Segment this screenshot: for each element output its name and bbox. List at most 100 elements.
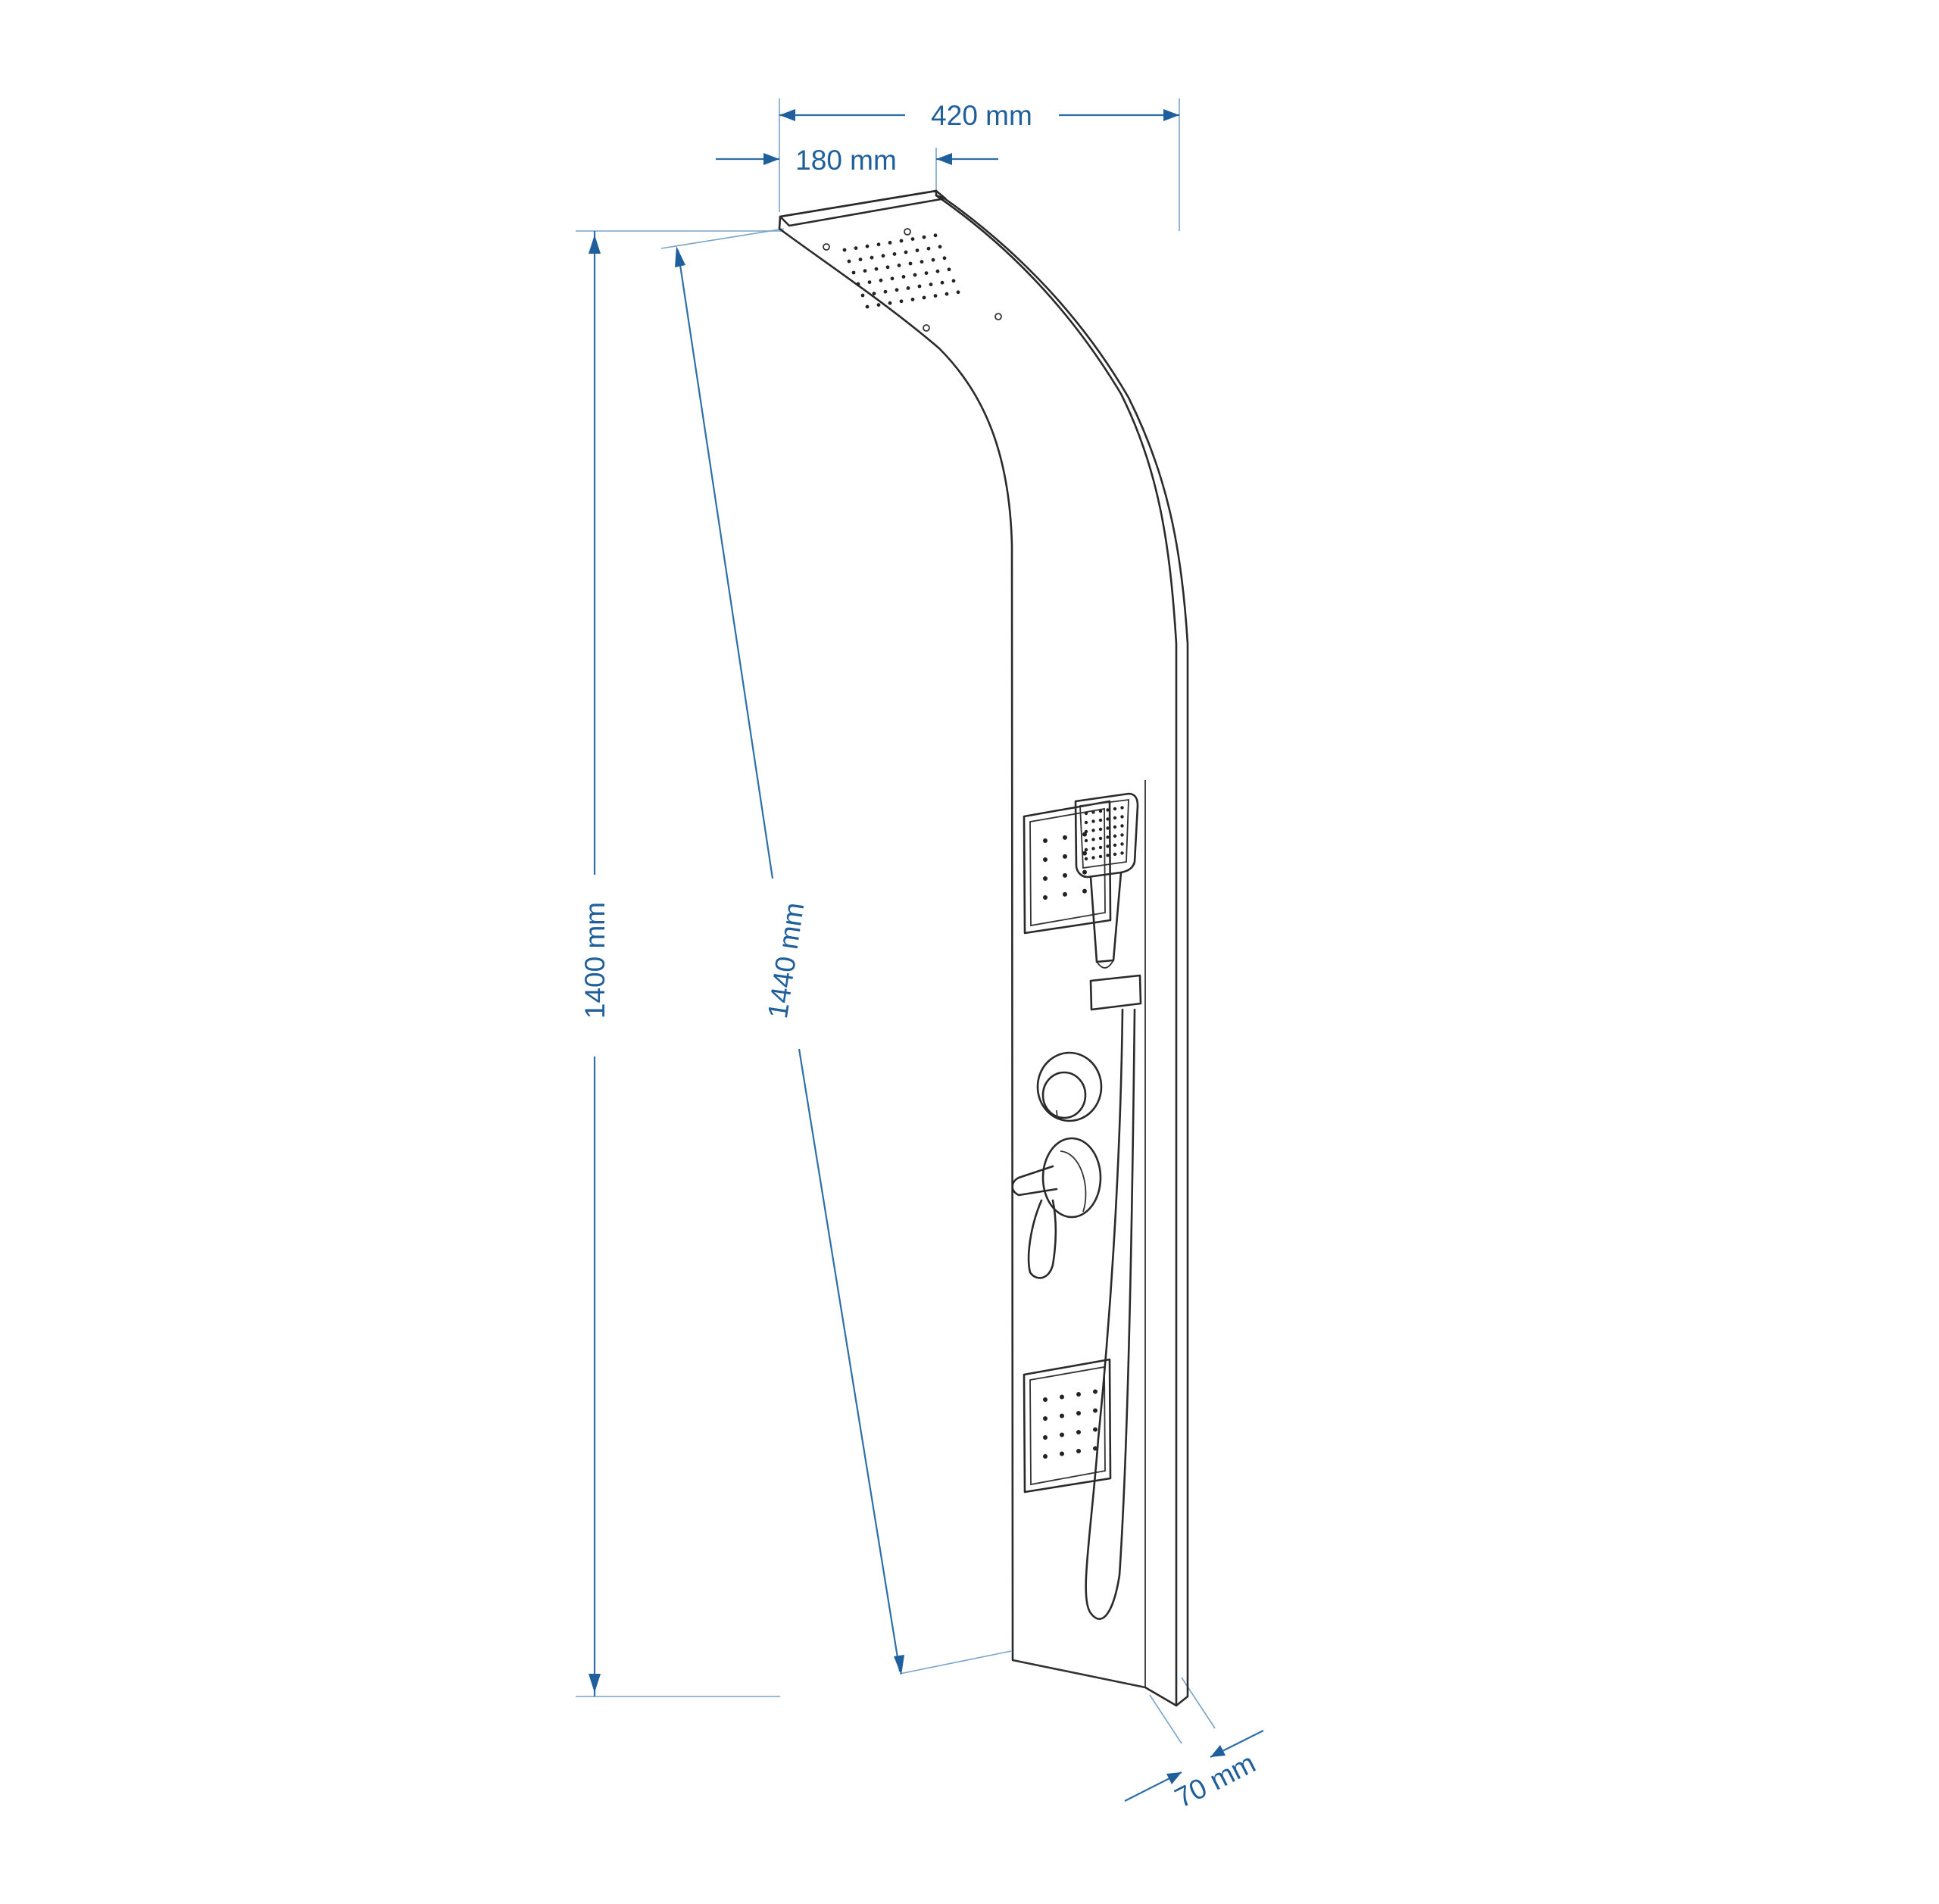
hand-shower-dot <box>1084 847 1088 852</box>
jet-dot <box>1063 891 1067 897</box>
nozzle-dot <box>870 255 874 260</box>
nozzle-dot <box>847 259 851 264</box>
screw-icon <box>994 313 1002 320</box>
hand-shower-dot <box>1113 825 1117 829</box>
nozzle-dot <box>933 233 938 238</box>
jet-dot <box>1060 1394 1064 1400</box>
nozzle-dot <box>872 292 876 295</box>
hand-shower-dot <box>1084 838 1088 843</box>
hand-shower-dot <box>1120 842 1124 846</box>
hand-shower-dot <box>1106 808 1110 812</box>
jet-dot <box>1082 851 1087 856</box>
hand-shower-dot <box>1084 829 1088 834</box>
jet-dot <box>1063 854 1067 859</box>
hand-shower <box>1074 792 1142 1011</box>
nozzle-dot <box>940 280 945 285</box>
screw-icon <box>904 228 911 236</box>
nozzle-dot <box>885 265 890 270</box>
label-1440: 1440 mm <box>762 900 810 1021</box>
hand-shower-dot <box>1084 820 1088 825</box>
shower-panel <box>778 189 1189 1707</box>
jet-dot <box>1076 1391 1081 1397</box>
hand-shower-dot <box>1091 810 1095 814</box>
label-420: 420 mm <box>931 100 1032 131</box>
jet-dot <box>1043 895 1048 900</box>
label-180: 180 mm <box>795 145 897 176</box>
nozzle-dot <box>890 276 895 281</box>
hand-shower-dot <box>1113 816 1117 820</box>
nozzle-dot <box>945 292 949 296</box>
nozzle-dot <box>910 237 915 241</box>
nozzle-dot <box>913 273 917 277</box>
jet-dot <box>1060 1413 1064 1419</box>
hand-shower-dot <box>1113 852 1117 857</box>
jet-dot <box>1043 1397 1048 1402</box>
hand-shower-dot <box>1091 847 1095 851</box>
nozzle-dot <box>933 294 938 298</box>
panel-top-face <box>779 189 947 227</box>
nozzle-dot <box>908 261 913 266</box>
nozzle-dot <box>915 248 920 252</box>
nozzle-dot <box>901 275 906 279</box>
hand-shower-dot <box>1120 851 1124 855</box>
nozzle-dot <box>876 303 881 307</box>
jet-dot <box>1093 1446 1098 1451</box>
nozzle-dot <box>842 248 847 252</box>
nozzle-dot <box>917 284 922 289</box>
jet-dot <box>1043 1416 1048 1421</box>
hand-shower-dot <box>1084 857 1088 861</box>
hand-shower-dot <box>1091 856 1095 860</box>
nozzle-dot <box>865 304 870 309</box>
hand-shower-dot <box>1120 806 1124 810</box>
nozzle-dot <box>906 286 910 290</box>
shower-hose <box>1085 1008 1136 1620</box>
body-jet-upper <box>1023 800 1112 935</box>
nozzle-dot <box>883 289 888 294</box>
hand-shower-dot <box>1091 838 1095 841</box>
hand-shower-dot <box>1113 807 1117 811</box>
jet-dot <box>1063 835 1067 840</box>
hand-shower-dot <box>1120 815 1124 819</box>
nozzle-dot <box>856 282 860 286</box>
hand-shower-dot <box>1120 833 1124 837</box>
jet-dot <box>1082 888 1087 894</box>
nozzle-dot <box>879 278 883 282</box>
dimension-180: 180 mm <box>716 145 998 191</box>
nozzle-dot <box>942 256 947 261</box>
nozzle-dot <box>951 279 956 283</box>
dimension-1440: 1440 mm <box>660 228 1012 1675</box>
nozzle-dot <box>851 270 856 275</box>
jet-dot <box>1060 1451 1064 1456</box>
nozzle-dot <box>922 235 926 239</box>
label-1400: 1400 mm <box>579 902 610 1019</box>
jet-dot <box>1043 1454 1048 1459</box>
dimension-1400: 1400 mm <box>576 230 784 1697</box>
jet-dot <box>1082 832 1087 837</box>
nozzle-dot <box>924 271 929 275</box>
nozzle-dot <box>938 245 942 249</box>
hand-shower-dot <box>1106 817 1110 821</box>
jet-dot <box>1043 857 1048 862</box>
nozzle-dot <box>876 242 881 247</box>
jet-dot <box>1093 1408 1098 1413</box>
jet-dot <box>1093 1427 1098 1432</box>
jet-dot <box>1060 1432 1064 1437</box>
nozzle-dot <box>926 246 931 251</box>
jet-dot <box>1043 876 1048 881</box>
label-70: 70 mm <box>1170 1747 1260 1814</box>
nozzle-dot <box>874 267 879 271</box>
hand-shower-dot <box>1106 844 1110 848</box>
nozzle-dot <box>947 267 951 272</box>
jet-dot <box>1043 1435 1048 1440</box>
nozzle-dot <box>858 258 863 261</box>
body-jet-lower <box>1023 1358 1112 1494</box>
hand-shower-dot <box>1098 809 1103 813</box>
hand-shower-dot <box>1113 834 1117 838</box>
nozzle-dot <box>854 246 858 250</box>
jet-dot <box>1076 1410 1081 1416</box>
screw-icon <box>923 324 930 332</box>
nozzle-dot <box>888 241 892 245</box>
nozzle-dot <box>935 269 940 273</box>
nozzle-dot <box>860 293 865 298</box>
